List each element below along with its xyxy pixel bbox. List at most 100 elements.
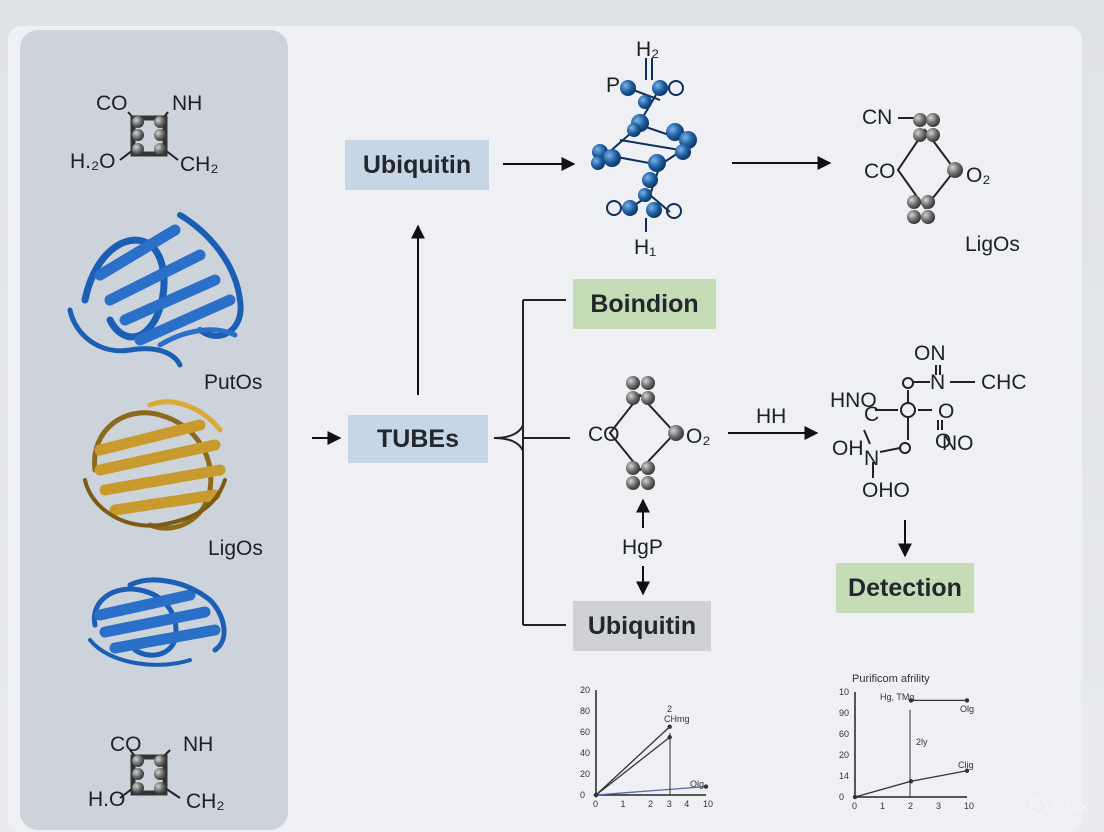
annotation: 2 bbox=[667, 704, 672, 714]
label-hno: HNO bbox=[830, 389, 877, 412]
nitro-structure bbox=[863, 365, 975, 478]
label-oh: OH bbox=[832, 437, 864, 460]
protein-ribbon-gold bbox=[83, 399, 227, 531]
label-right-co: CO bbox=[864, 160, 896, 183]
label-chc: CHC bbox=[981, 371, 1027, 394]
annotation: Olg bbox=[690, 779, 704, 789]
series-line bbox=[595, 736, 671, 796]
ubiquitin-bottom-box: Ubiquitin bbox=[573, 601, 711, 651]
tubes-box: TUBEs bbox=[348, 415, 488, 463]
x-tick-label: 10 bbox=[964, 801, 974, 811]
boindion-box: Boindion bbox=[573, 279, 716, 329]
protein-ribbon-blue-1 bbox=[67, 212, 244, 368]
x-tick-label: 3 bbox=[667, 799, 672, 809]
chart-title: Purificom afrility bbox=[852, 673, 930, 685]
label-c: C bbox=[864, 403, 880, 426]
y-tick-label: 80 bbox=[580, 706, 590, 716]
label-protein-2: LigOs bbox=[208, 537, 263, 560]
y-tick-label: 60 bbox=[839, 729, 849, 739]
y-tick-label: 0 bbox=[580, 790, 585, 800]
x-tick-label: 0 bbox=[593, 799, 598, 809]
label-right-o2: O₂ bbox=[966, 164, 991, 187]
x-tick-label: 10 bbox=[703, 799, 713, 809]
series-line bbox=[854, 780, 912, 798]
ring-molecule-mid bbox=[608, 376, 684, 490]
label-top-h2o: H.₂O bbox=[70, 150, 116, 173]
label-bottom-co: CO bbox=[110, 733, 142, 756]
y-tick-label: 20 bbox=[839, 750, 849, 760]
annotation: 2ly bbox=[916, 737, 928, 747]
x-tick-label: 0 bbox=[852, 801, 857, 811]
y-tick-label: 10 bbox=[839, 687, 849, 697]
left-bottom-molecule bbox=[119, 749, 181, 799]
x-tick-label: 4 bbox=[684, 799, 689, 809]
x-tick-label: 3 bbox=[936, 801, 941, 811]
watermark-icon bbox=[1030, 798, 1048, 816]
annotation: Clig bbox=[958, 760, 974, 770]
label-right-ligos: LigOs bbox=[965, 233, 1020, 256]
x-tick-label: 2 bbox=[648, 799, 653, 809]
data-point bbox=[908, 698, 914, 703]
left-top-molecule bbox=[119, 111, 179, 161]
blue-ball-complex bbox=[591, 58, 697, 232]
label-top-co: CO bbox=[96, 92, 128, 115]
data-point bbox=[908, 779, 914, 784]
atom-o bbox=[902, 377, 914, 389]
x-tick-label: 2 bbox=[908, 801, 913, 811]
label-cn: CN bbox=[862, 106, 893, 129]
label-protein-1: PutOs bbox=[204, 371, 263, 394]
label-h1: H₁ bbox=[634, 236, 657, 259]
annotation: Hg, TMg bbox=[880, 692, 914, 702]
annotation: CHmg bbox=[664, 714, 690, 724]
protein-ribbon-blue-2 bbox=[88, 577, 227, 667]
series-line bbox=[595, 726, 671, 796]
label-h2: H₂ bbox=[636, 38, 660, 61]
ring-molecule-top bbox=[896, 113, 963, 224]
watermark-text: Grok bbox=[1052, 797, 1089, 816]
detection-box: Detection bbox=[836, 563, 974, 613]
label-bottom-nh: NH bbox=[183, 733, 214, 756]
label-bottom-h2o: H.O bbox=[88, 788, 126, 811]
y-tick-label: 60 bbox=[580, 727, 590, 737]
label-o2: O bbox=[935, 430, 952, 453]
data-point bbox=[667, 724, 672, 729]
y-tick-label: 40 bbox=[580, 748, 590, 758]
label-n: N bbox=[930, 371, 946, 394]
y-tick-label: 90 bbox=[839, 708, 849, 718]
label-ohn: N bbox=[864, 447, 880, 470]
label-mid-o2: O₂ bbox=[686, 425, 711, 448]
label-oho: OHO bbox=[862, 479, 910, 502]
branch-bracket bbox=[493, 299, 570, 626]
data-point bbox=[593, 792, 599, 798]
label-hh: HH bbox=[756, 405, 787, 428]
label-no: NO bbox=[942, 432, 974, 455]
y-tick-label: 14 bbox=[839, 771, 849, 781]
label-o1: O bbox=[938, 400, 955, 423]
y-tick-label: 0 bbox=[839, 792, 844, 802]
label-hgp: HgP bbox=[622, 536, 663, 559]
series-line bbox=[910, 770, 968, 782]
label-bottom-ch2: CH₂ bbox=[186, 790, 225, 813]
label-top-ch2: CH₂ bbox=[180, 153, 219, 176]
watermark: Grok bbox=[1030, 797, 1089, 817]
x-tick-label: 1 bbox=[621, 799, 626, 809]
label-on: ON bbox=[914, 342, 946, 365]
y-tick-label: 20 bbox=[580, 685, 590, 695]
y-tick-label: 20 bbox=[580, 769, 590, 779]
atom-o-lower bbox=[899, 442, 911, 454]
data-point bbox=[964, 768, 970, 773]
label-mid-co: CO bbox=[588, 423, 620, 446]
data-point bbox=[852, 794, 858, 800]
ubiquitin-top-box: Ubiquitin bbox=[345, 140, 489, 190]
series-line bbox=[595, 785, 707, 796]
atom-o-center bbox=[900, 402, 916, 418]
data-point bbox=[703, 784, 709, 789]
label-top-nh: NH bbox=[172, 92, 203, 115]
data-point bbox=[964, 698, 970, 703]
annotation: Olg bbox=[960, 704, 974, 714]
label-p: P bbox=[606, 74, 621, 97]
